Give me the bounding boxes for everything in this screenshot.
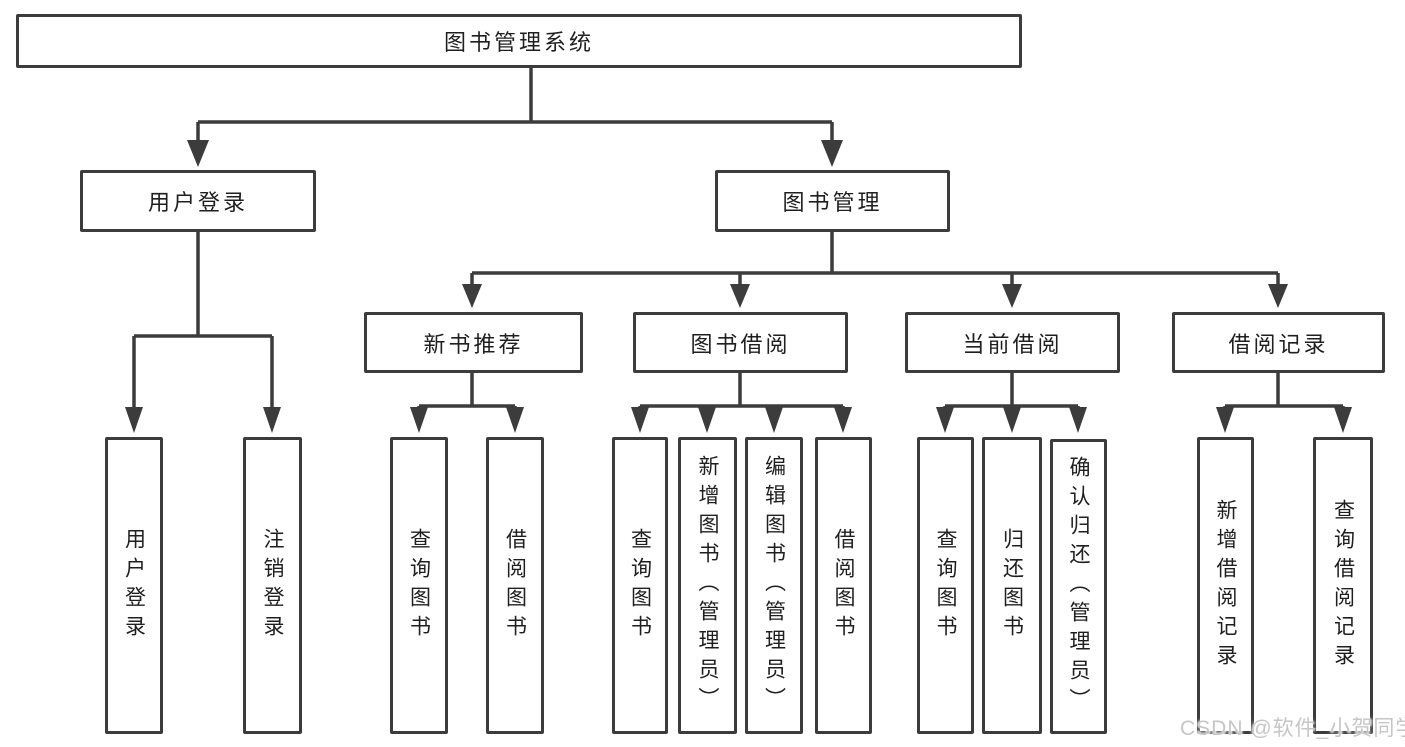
node-label: 新增借阅记录 (1214, 498, 1238, 673)
leaf-confirm-return-admin: 确认归还（管理员） (1050, 439, 1107, 734)
node-label: 归还图书 (1000, 527, 1024, 644)
arrowhead (410, 407, 428, 433)
arrowhead (821, 140, 843, 167)
arrowhead (834, 407, 852, 433)
leaf-query-books-recommend: 查询图书 (390, 437, 448, 734)
node-label: 编辑图书（管理员） (762, 455, 786, 716)
node-book-management: 图书管理 (715, 170, 950, 232)
leaf-query-books-borrowing: 查询图书 (612, 437, 668, 734)
leaf-return-books: 归还图书 (982, 437, 1042, 734)
node-label: 图书管理 (782, 190, 883, 215)
leaf-add-books-admin: 新增图书（管理员） (678, 437, 737, 734)
arrowhead (765, 407, 783, 433)
arrowhead (187, 140, 209, 167)
node-label: 图书借阅 (690, 331, 791, 357)
leaf-query-borrow-record: 查询借阅记录 (1313, 437, 1373, 734)
node-label: 查询图书 (934, 527, 958, 644)
arrowhead (936, 407, 954, 433)
node-label: 查询借阅记录 (1331, 498, 1355, 673)
arrowhead (1334, 407, 1352, 433)
arrowhead (698, 407, 716, 433)
arrowhead (730, 284, 750, 308)
arrowhead (462, 284, 482, 308)
watermark: CSDN @软件_小贺同学 (1180, 717, 1405, 740)
arrowhead (1268, 284, 1288, 308)
node-label: 借阅图书 (503, 527, 527, 644)
leaf-logout: 注销登录 (243, 437, 302, 734)
node-root: 图书管理系统 (16, 14, 1022, 68)
arrowhead (263, 407, 281, 433)
node-current-borrowing: 当前借阅 (905, 312, 1120, 373)
node-label: 用户登录 (122, 527, 146, 644)
leaf-edit-books-admin: 编辑图书（管理员） (745, 437, 803, 734)
node-label: 图书管理系统 (443, 30, 594, 55)
node-label: 借阅记录 (1228, 331, 1329, 357)
node-label: 新增图书（管理员） (696, 455, 720, 716)
node-user-login: 用户登录 (80, 170, 316, 232)
leaf-borrow-books-recommend: 借阅图书 (486, 437, 544, 734)
arrowhead (506, 407, 524, 433)
node-label: 借阅图书 (832, 527, 856, 644)
node-label: 查询图书 (407, 527, 431, 644)
node-label: 新书推荐 (423, 331, 524, 357)
arrowhead (631, 407, 649, 433)
node-label: 注销登录 (261, 527, 285, 644)
leaf-query-books-current: 查询图书 (917, 437, 974, 734)
leaf-user-login: 用户登录 (105, 437, 163, 734)
node-borrow-records: 借阅记录 (1172, 312, 1385, 373)
arrowhead (1003, 407, 1021, 433)
arrowhead (1216, 407, 1234, 433)
leaf-borrow-books: 借阅图书 (815, 437, 872, 734)
node-label: 用户登录 (147, 190, 248, 215)
node-book-borrowing: 图书借阅 (633, 312, 848, 373)
node-label: 确认归还（管理员） (1067, 456, 1091, 717)
arrowhead (125, 407, 143, 433)
node-label: 查询图书 (628, 527, 652, 644)
arrowhead (1069, 407, 1087, 433)
node-new-book-recommend: 新书推荐 (364, 312, 583, 373)
arrowhead (1002, 284, 1022, 308)
leaf-add-borrow-record: 新增借阅记录 (1197, 437, 1254, 734)
node-label: 当前借阅 (962, 331, 1063, 357)
